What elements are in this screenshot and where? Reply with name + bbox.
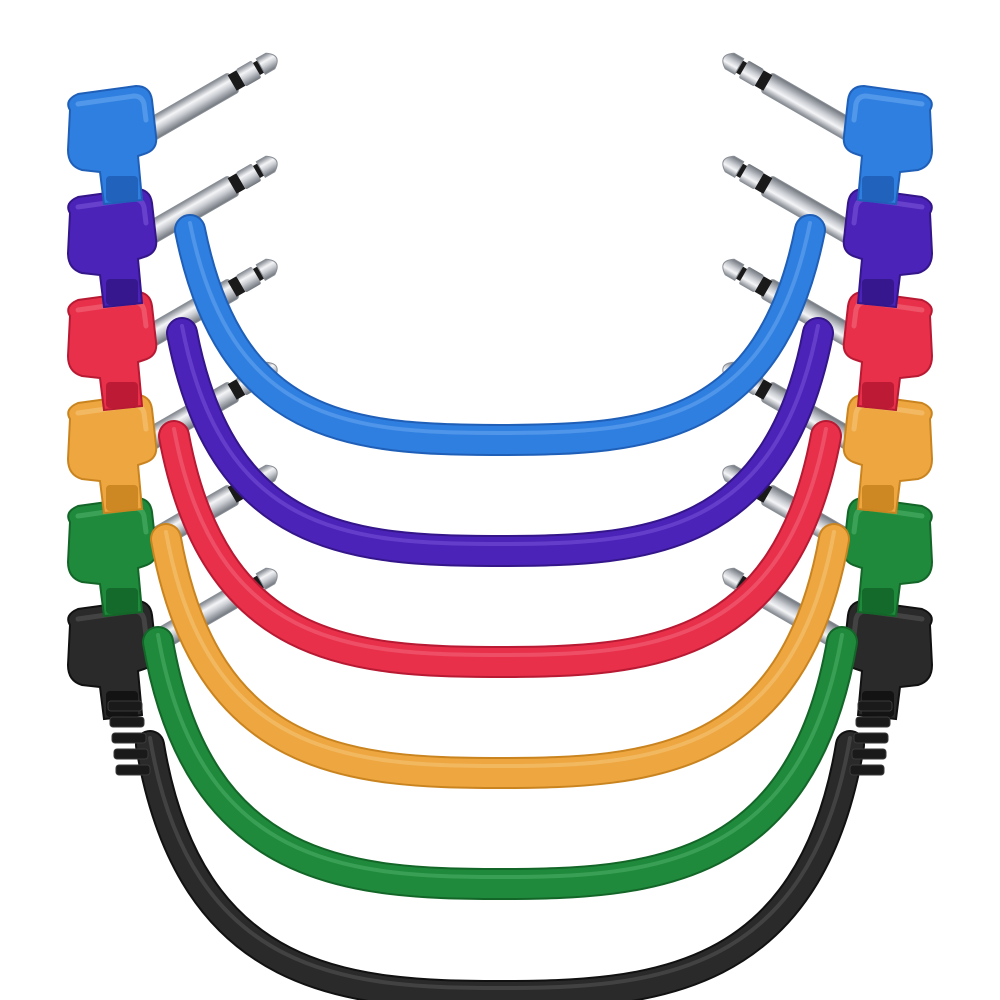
plug-blue-left xyxy=(66,52,278,206)
cable-purple-highlight xyxy=(180,324,820,547)
plug-housing xyxy=(842,84,934,206)
cable-red-highlight xyxy=(172,427,828,658)
cable-orange-jacket xyxy=(152,525,848,788)
plug-blue-right xyxy=(722,52,934,206)
plug-housing xyxy=(842,290,934,412)
plug-housing xyxy=(66,496,158,618)
plug-housing xyxy=(842,496,934,618)
cable-orange-highlight xyxy=(164,530,836,769)
cable-black-highlight xyxy=(148,736,852,991)
cable-blue xyxy=(66,52,934,457)
cable-black-jacket xyxy=(137,732,863,1000)
plug-housing xyxy=(842,599,934,776)
plug-housing xyxy=(66,393,158,515)
cable-green-highlight xyxy=(156,633,844,880)
plug-housing xyxy=(66,290,158,412)
cable-blue-highlight xyxy=(188,221,812,436)
cable-purple-jacket xyxy=(168,319,832,566)
cable-green-jacket xyxy=(144,628,856,899)
plug-purple-right xyxy=(722,155,934,309)
cable-purple xyxy=(66,155,934,568)
cable-blue-jacket xyxy=(176,216,824,455)
plug-purple-left xyxy=(66,155,278,309)
plug-housing xyxy=(66,599,158,776)
plug-housing xyxy=(842,187,934,309)
plug-housing xyxy=(66,187,158,309)
cable-red-jacket xyxy=(160,422,840,677)
plug-housing xyxy=(842,393,934,515)
plug-housing xyxy=(66,84,158,206)
plug-red-right xyxy=(722,258,934,412)
